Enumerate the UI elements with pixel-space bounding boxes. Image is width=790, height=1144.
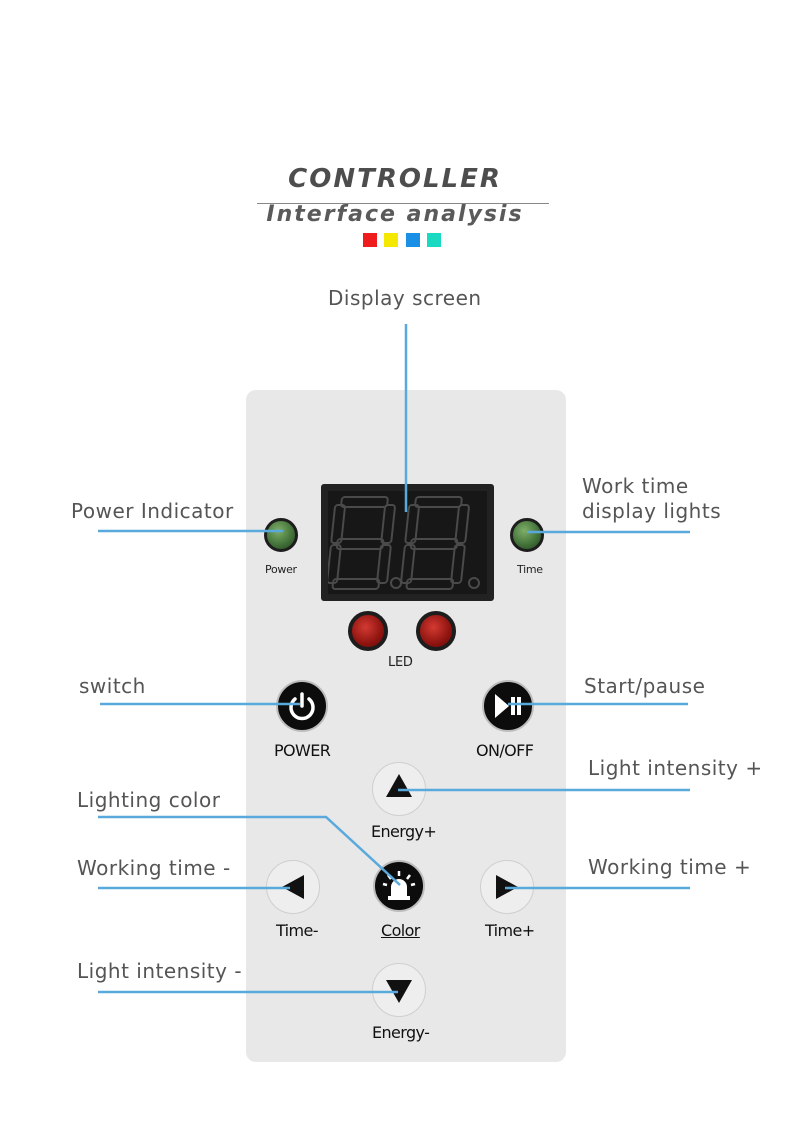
work-time-lights-callout: Work time display lights [582,474,721,524]
play-pause-icon [495,694,521,718]
work-time-lights-line2: display lights [582,499,722,523]
time-plus-label: Time+ [485,921,535,940]
time-plus-button[interactable] [480,860,534,914]
power-button-label: POWER [274,741,331,760]
cyan-swatch [427,233,441,247]
energy-plus-button[interactable] [372,762,426,816]
time-indicator-led [510,518,544,552]
triangle-left-icon [282,875,304,899]
work-time-lights-line1: Work time [582,474,689,498]
start-pause-callout: Start/pause [584,674,706,698]
working-time-minus-callout: Working time - [77,856,231,880]
led-left [348,611,388,651]
red-swatch [363,233,377,247]
triangle-up-icon [386,774,412,797]
power-led-label: Power [265,563,297,576]
onoff-button-label: ON/OFF [476,741,534,760]
power-button[interactable] [276,680,328,732]
beacon-light-icon [382,871,416,900]
time-led-label: Time [517,563,543,576]
working-time-plus-callout: Working time + [588,855,752,879]
title-divider [257,203,549,204]
color-button[interactable] [373,860,425,912]
energy-plus-label: Energy+ [371,822,437,841]
led-label: LED [388,655,413,670]
light-intensity-minus-callout: Light intensity - [77,959,243,983]
diagram-subtitle: Interface analysis [266,202,524,227]
switch-callout: switch [79,674,146,698]
light-intensity-plus-callout: Light intensity + [588,756,763,780]
triangle-right-icon [496,875,518,899]
led-right [416,611,456,651]
time-minus-button[interactable] [266,860,320,914]
display-digits [326,491,487,594]
triangle-down-icon [386,980,412,1003]
yellow-swatch [384,233,398,247]
start-pause-button[interactable] [482,680,534,732]
time-minus-label: Time- [276,921,319,940]
energy-minus-label: Energy- [372,1023,430,1042]
display-screen-callout: Display screen [328,286,482,310]
seven-segment-icon [326,496,480,590]
diagram-title: CONTROLLER [288,164,502,194]
blue-swatch [406,233,420,247]
lighting-color-callout: Lighting color [77,788,221,812]
color-label: Color [381,921,420,940]
power-indicator-led [264,518,298,552]
power-indicator-callout: Power Indicator [71,499,234,523]
power-icon [289,692,315,721]
energy-minus-button[interactable] [372,963,426,1017]
